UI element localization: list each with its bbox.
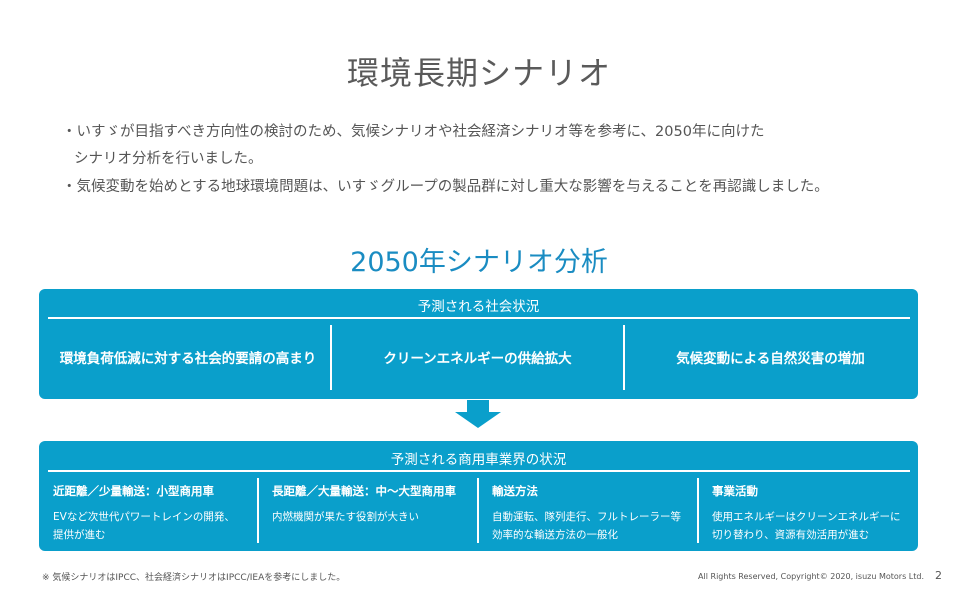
- column-body: 自動運転、隊列走行、フルトレーラー等: [492, 511, 681, 523]
- industry-column: 近距離／少量輸送：小型商用車 EVなど次世代パワートレインの開発、 提供が進む: [53, 483, 263, 544]
- divider: [330, 325, 332, 390]
- bullet-1-line-1: ・いすゞが目指すべき方向性の検討のため、気候シナリオや社会経済シナリオ等を参考に…: [62, 124, 765, 140]
- bullet-2: ・気候変動を始めとする地球環境問題は、いすゞグループの製品群に対し重大な影響を与…: [62, 179, 829, 195]
- column-body: EVなど次世代パワートレインの開発、: [53, 511, 235, 523]
- column-body: 提供が進む: [53, 529, 106, 541]
- page-title: 環境長期シナリオ: [346, 54, 611, 92]
- society-item: 環境負荷低減に対する社会的要請の高まり: [59, 351, 317, 367]
- society-header: 予測される社会状況: [417, 299, 540, 315]
- divider: [257, 478, 259, 543]
- column-body: 切り替わり、資源有効活用が進む: [712, 529, 870, 541]
- section-subtitle: 2050年シナリオ分析: [350, 247, 608, 278]
- industry-column: 長距離／大量輸送：中～大型商用車 内燃機関が果たす役割が大きい: [272, 483, 482, 526]
- column-body: 使用エネルギーはクリーンエネルギーに: [712, 511, 901, 523]
- copyright: All Rights Reserved, Copyright© 2020, is…: [698, 572, 924, 581]
- down-arrow-icon: [455, 400, 501, 428]
- industry-column: 事業活動 使用エネルギーはクリーンエネルギーに 切り替わり、資源有効活用が進む: [712, 483, 922, 544]
- footnote: ※ 気候シナリオはIPCC、社会経済シナリオはIPCC/IEAを参考にしました。: [42, 573, 346, 583]
- industry-header: 予測される商用車業界の状況: [390, 452, 567, 468]
- column-body: 内燃機関が果たす役割が大きい: [272, 511, 419, 523]
- divider: [477, 478, 479, 543]
- divider: [623, 325, 625, 390]
- society-box: 予測される社会状況 環境負荷低減に対する社会的要請の高まり クリーンエネルギーの…: [39, 289, 918, 399]
- industry-column: 輸送方法 自動運転、隊列走行、フルトレーラー等 効率的な輸送方法の一般化: [492, 483, 702, 544]
- society-item: 気候変動による自然災害の増加: [676, 351, 865, 367]
- divider: [48, 470, 910, 472]
- divider: [697, 478, 699, 543]
- industry-box: 予測される商用車業界の状況 近距離／少量輸送：小型商用車 EVなど次世代パワート…: [39, 441, 918, 551]
- column-heading: 事業活動: [712, 484, 758, 498]
- column-heading: 近距離／少量輸送：小型商用車: [53, 484, 214, 498]
- divider: [48, 317, 910, 319]
- society-item: クリーンエネルギーの供給拡大: [383, 351, 572, 367]
- column-heading: 長距離／大量輸送：中～大型商用車: [272, 484, 456, 498]
- column-body: 効率的な輸送方法の一般化: [492, 529, 618, 541]
- page-number: 2: [935, 569, 942, 582]
- column-heading: 輸送方法: [492, 484, 538, 498]
- bullet-1-line-2: シナリオ分析を行いました。: [74, 151, 263, 167]
